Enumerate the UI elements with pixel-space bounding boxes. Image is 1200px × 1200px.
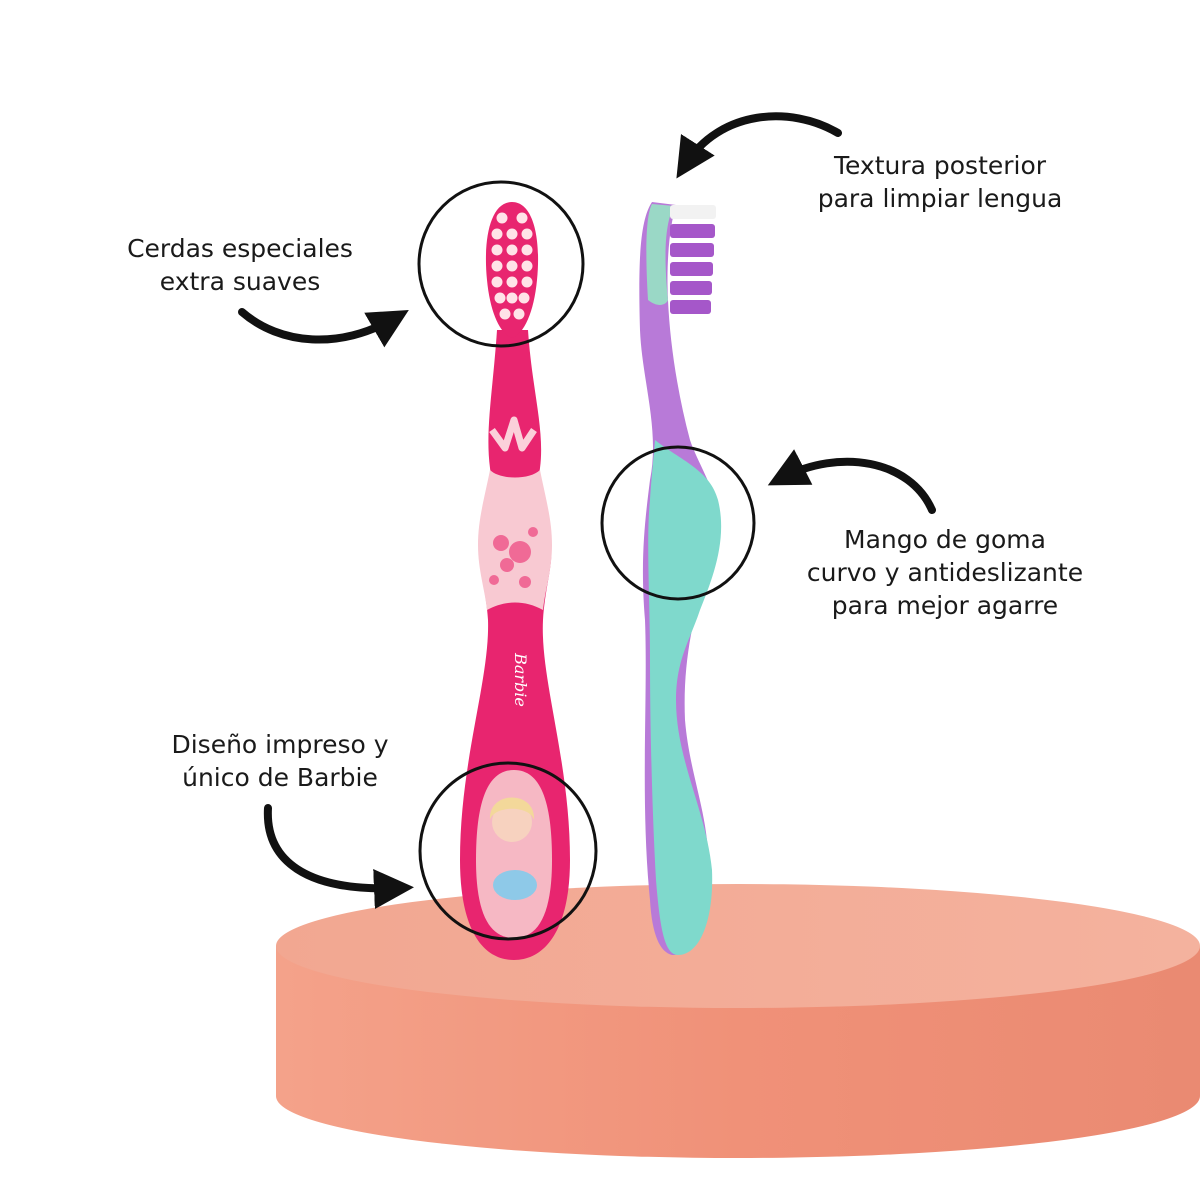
barbie-hair (489, 797, 535, 820)
bristle-tuft (521, 228, 533, 240)
side-bristle-row (670, 205, 716, 219)
bristle-tuft (499, 308, 511, 320)
barbie-face (492, 802, 532, 842)
bubble-3 (500, 558, 514, 572)
callout-circle-grip (600, 445, 756, 601)
bristle-tuft (518, 292, 530, 304)
callout-bristles: Cerdas especiales extra suaves (110, 232, 370, 298)
bristle-tuft (506, 244, 518, 256)
side-bristle-row (670, 281, 712, 295)
bubble-2 (509, 541, 531, 563)
bristle-tuft (491, 260, 503, 272)
callout-print-line1: Diseño impreso y (171, 730, 389, 759)
bubble-6 (519, 576, 531, 588)
front-handle-light-band (478, 470, 552, 610)
bristle-tuft (506, 276, 518, 288)
callout-bristles-line2: extra suaves (159, 267, 321, 296)
callout-tongue-line2: para limpiar lengua (817, 184, 1063, 213)
bristle-tuft (506, 260, 518, 272)
callout-print-line2: único de Barbie (182, 763, 378, 792)
side-bristle-row (670, 224, 715, 238)
callout-tongue-texture: Textura posterior para limpiar lengua (800, 149, 1080, 215)
pedestal (276, 884, 1200, 1158)
bristle-tuft (506, 292, 518, 304)
bubble-1 (493, 535, 509, 551)
callout-circle-bristles (417, 180, 585, 348)
side-bristle-row (670, 262, 713, 276)
arrow-grip (767, 449, 936, 514)
callout-tongue-line1: Textura posterior (833, 151, 1047, 180)
bubble-5 (489, 575, 499, 585)
callout-grip-line3: para mejor agarre (831, 591, 1059, 620)
bristle-tuft (516, 212, 528, 224)
side-head-texture (646, 204, 674, 305)
bristle-tuft (513, 308, 525, 320)
side-bristle-row (670, 300, 711, 314)
arrow-print (263, 804, 414, 910)
side-bristles (670, 205, 716, 314)
bristle-tuft (521, 244, 533, 256)
arrow-tongue-texture (676, 112, 842, 179)
front-handle-zigzag (489, 416, 537, 452)
side-handle-mint (648, 440, 722, 955)
callout-circle-print (418, 761, 598, 941)
front-print-window (476, 770, 552, 938)
side-toothbrush (639, 202, 722, 956)
callout-bristles-line1: Cerdas especiales (127, 234, 353, 263)
bristle-tuft (491, 244, 503, 256)
front-bristles (491, 212, 533, 320)
bristle-tuft (521, 276, 533, 288)
narwhal (493, 870, 537, 900)
bristle-tuft (491, 276, 503, 288)
pedestal-top (276, 884, 1200, 1008)
callout-grip-line1: Mango de goma (844, 525, 1046, 554)
callout-print: Diseño impreso y único de Barbie (160, 728, 400, 794)
bristle-tuft (506, 228, 518, 240)
bristle-tuft (494, 292, 506, 304)
handle-logo: Barbie (511, 652, 530, 707)
arrow-bristles (238, 308, 409, 348)
side-bristle-row (670, 243, 714, 257)
bristle-tuft (496, 212, 508, 224)
callout-grip: Mango de goma curvo y antideslizante par… (800, 523, 1090, 622)
bristle-tuft (521, 260, 533, 272)
bristle-tuft (491, 228, 503, 240)
callout-grip-line2: curvo y antideslizante (806, 558, 1084, 587)
bubble-4 (528, 527, 538, 537)
front-toothbrush: Barbie (460, 202, 570, 960)
